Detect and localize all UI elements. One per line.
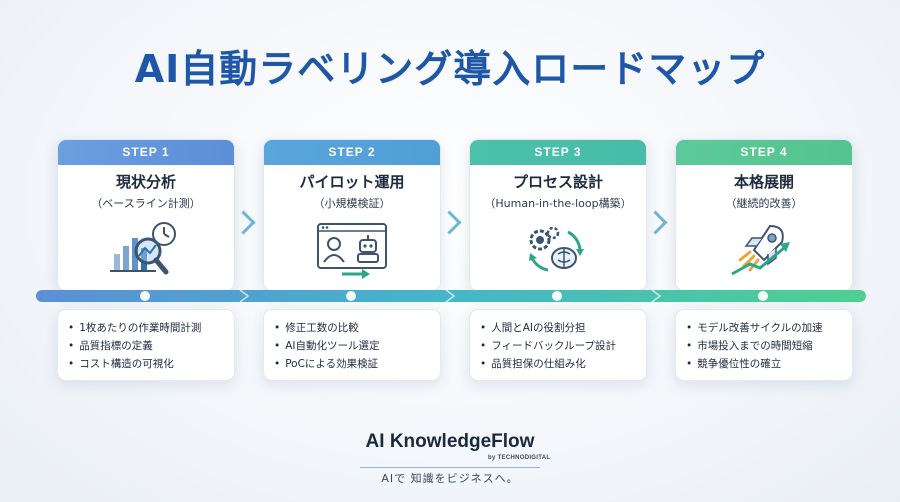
step-label: STEP 2 — [264, 140, 440, 165]
divider — [360, 467, 540, 468]
list-item: AI自動化ツール選定 — [274, 337, 440, 355]
step-bullets-1: 1枚あたりの作業時間計測 品質指標の定義 コスト構造の可視化 — [57, 309, 235, 381]
step-title: プロセス設計 — [512, 173, 603, 191]
gears-brain-cycle-icon — [529, 226, 584, 272]
brand-logo: AI KnowledgeFlow — [365, 431, 535, 452]
step-label: STEP 4 — [676, 140, 852, 165]
step-label: STEP 1 — [58, 140, 234, 165]
step-bullets-2: 修正工数の比較 AI自動化ツール選定 PoCによる効果検証 — [263, 309, 441, 381]
step-card-1: STEP 1 現状分析 （ベースライン計測） — [57, 139, 235, 291]
chevron-right-icon — [231, 210, 256, 235]
page-title: AI自動ラベリング導入ロードマップ — [134, 47, 766, 91]
list-item: 人間とAIの役割分担 — [480, 319, 646, 337]
step-subtitle: （ベースライン計測） — [91, 197, 201, 210]
list-item: 競争優位性の確立 — [686, 355, 852, 373]
step-card-3: STEP 3 プロセス設計 （Human-in-the-loop構築） — [469, 139, 647, 291]
chevron-right-icon — [437, 210, 462, 235]
rocket-growth-icon — [731, 224, 790, 276]
person-robot-screen-icon — [317, 223, 387, 279]
list-item: 市場投入までの時間短縮 — [686, 337, 852, 355]
list-item: 1枚あたりの作業時間計測 — [68, 319, 234, 337]
list-item: 品質指標の定義 — [68, 337, 234, 355]
step-label: STEP 3 — [470, 140, 646, 165]
list-item: フィードバックループ設計 — [480, 337, 646, 355]
list-item: モデル改善サイクルの加速 — [686, 319, 852, 337]
list-item: PoCによる効果検証 — [274, 355, 440, 373]
step-bullets-4: モデル改善サイクルの加速 市場投入までの時間短縮 競争優位性の確立 — [675, 309, 853, 381]
list-item: 修正工数の比較 — [274, 319, 440, 337]
brand-byline: by TECHNODIGITAL — [488, 455, 551, 461]
step-subtitle: （Human-in-the-loop構築） — [484, 197, 632, 210]
step-title: パイロット運用 — [299, 173, 405, 191]
chevron-right-icon — [643, 210, 668, 235]
step-card-2: STEP 2 パイロット運用 （小規模検証） — [263, 139, 441, 291]
step-title: 現状分析 — [115, 173, 176, 191]
list-item: コスト構造の可視化 — [68, 355, 234, 373]
brand-tagline: AIで 知識をビジネスへ。 — [381, 472, 519, 485]
step-title: 本格展開 — [733, 173, 794, 191]
step-subtitle: （小規模検証） — [313, 197, 391, 210]
step-bullets-3: 人間とAIの役割分担 フィードバックループ設計 品質担保の仕組み化 — [469, 309, 647, 381]
timeline-bar — [36, 289, 866, 303]
list-item: 品質担保の仕組み化 — [480, 355, 646, 373]
chart-magnifier-clock-icon — [110, 222, 176, 275]
step-card-4: STEP 4 本格展開 （継続的改善） — [675, 139, 853, 291]
step-subtitle: （継続的改善） — [725, 197, 803, 210]
